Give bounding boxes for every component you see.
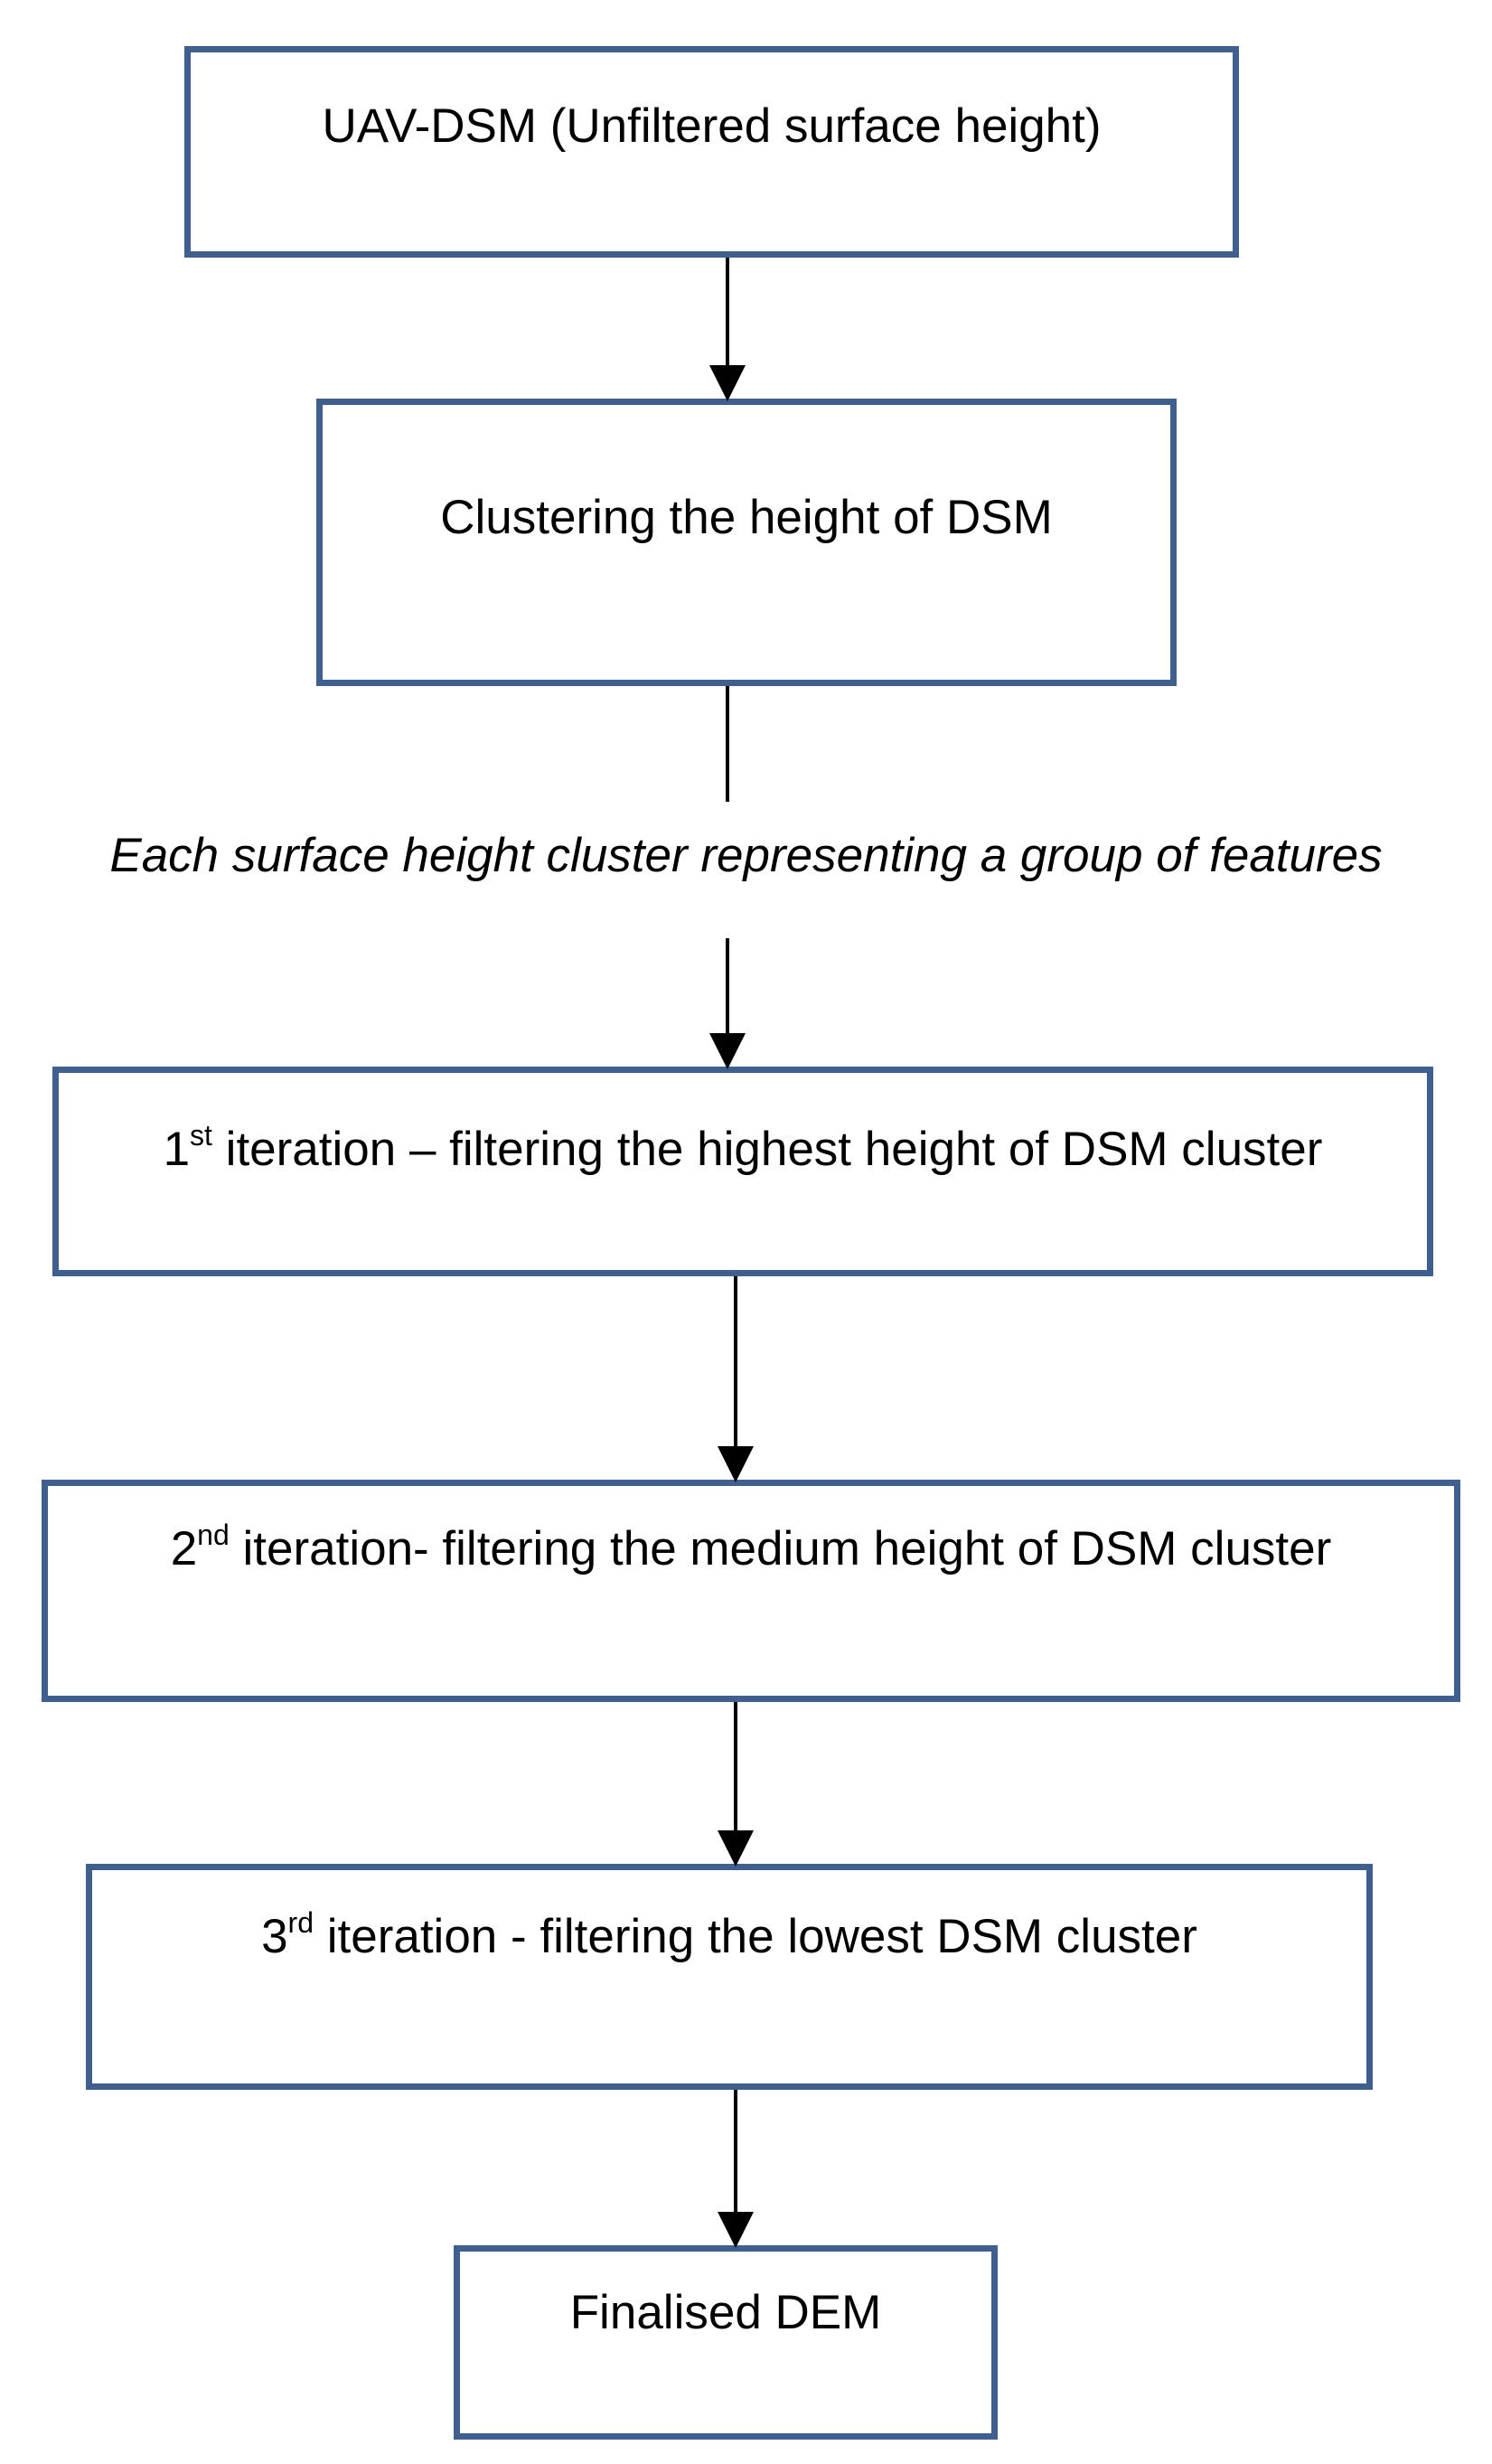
input-box: UAV-DSM (Unfiltered surface height): [184, 46, 1239, 258]
cluster-note: Each surface height cluster representing…: [109, 829, 1383, 882]
iteration-3-ordinal: 3: [261, 1910, 288, 1963]
iteration-2-ordinal: 2: [170, 1522, 198, 1575]
iteration-2-label: 2nd iteration- filtering the medium heig…: [48, 1519, 1454, 1584]
iteration-2-ordinal-suffix: nd: [197, 1519, 230, 1551]
iteration-1-ordinal: 1: [163, 1123, 191, 1176]
iteration-3-ordinal-suffix: rd: [287, 1906, 314, 1939]
iteration-3-box: 3rd iteration - filtering the lowest DSM…: [86, 1864, 1373, 2090]
iteration-1-text: iteration – filtering the highest height…: [211, 1123, 1323, 1176]
clustering-box: Clustering the height of DSM: [316, 399, 1177, 686]
iteration-1-label: 1st iteration – filtering the highest he…: [59, 1119, 1427, 1184]
iteration-2-text: iteration- filtering the medium height o…: [229, 1522, 1332, 1575]
iteration-2-box: 2nd iteration- filtering the medium heig…: [42, 1480, 1460, 1702]
iteration-1-box: 1st iteration – filtering the highest he…: [52, 1067, 1433, 1276]
iteration-3-text: iteration - filtering the lowest DSM clu…: [314, 1910, 1197, 1963]
output-box: Finalised DEM: [454, 2245, 998, 2440]
iteration-3-label: 3rd iteration - filtering the lowest DSM…: [92, 1906, 1366, 1971]
iteration-1-ordinal-suffix: st: [190, 1119, 212, 1152]
input-box-label: UAV-DSM (Unfiltered surface height): [322, 99, 1102, 153]
output-box-label: Finalised DEM: [569, 2286, 882, 2339]
clustering-box-label: Clustering the height of DSM: [440, 491, 1053, 544]
